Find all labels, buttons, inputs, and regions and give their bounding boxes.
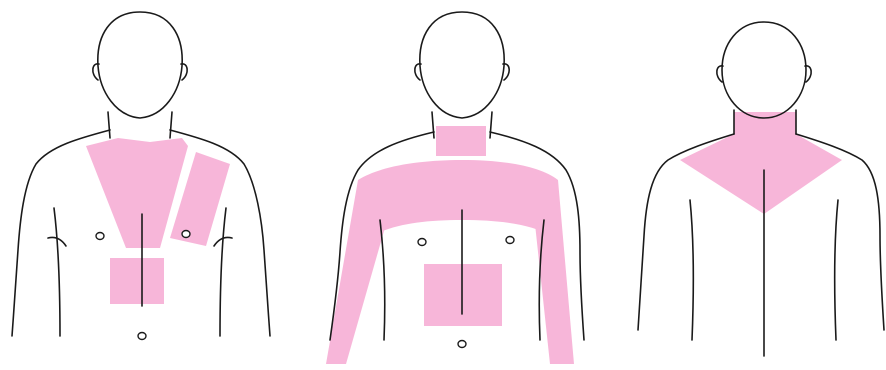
- shaded-regions: [326, 126, 574, 364]
- navel: [458, 341, 466, 348]
- head: [98, 12, 182, 118]
- right-torso-side: [835, 200, 838, 340]
- right-nipple: [506, 237, 514, 244]
- left-nipple: [418, 239, 426, 246]
- head: [722, 22, 806, 118]
- left-arm-strip: [532, 180, 574, 364]
- figure-front-arms: [326, 12, 584, 364]
- neck-left: [432, 112, 434, 138]
- abdomen-patch: [424, 264, 502, 326]
- left-torso-side: [54, 208, 60, 336]
- head: [420, 12, 504, 118]
- figure-back: [638, 22, 884, 356]
- neck-right: [490, 112, 492, 138]
- navel: [138, 333, 146, 340]
- right-nipple: [182, 231, 190, 238]
- shaded-regions: [680, 112, 842, 214]
- upper-abdomen-patch: [110, 258, 164, 304]
- neck-band: [436, 126, 486, 156]
- right-torso-side: [220, 208, 226, 336]
- upper-back-triangle: [680, 112, 842, 214]
- figure-front-chest: [12, 12, 270, 340]
- left-nipple: [96, 233, 104, 240]
- left-torso-side: [690, 200, 693, 340]
- neck-right: [170, 112, 172, 138]
- shaded-regions: [86, 138, 230, 304]
- neck-left: [108, 112, 110, 138]
